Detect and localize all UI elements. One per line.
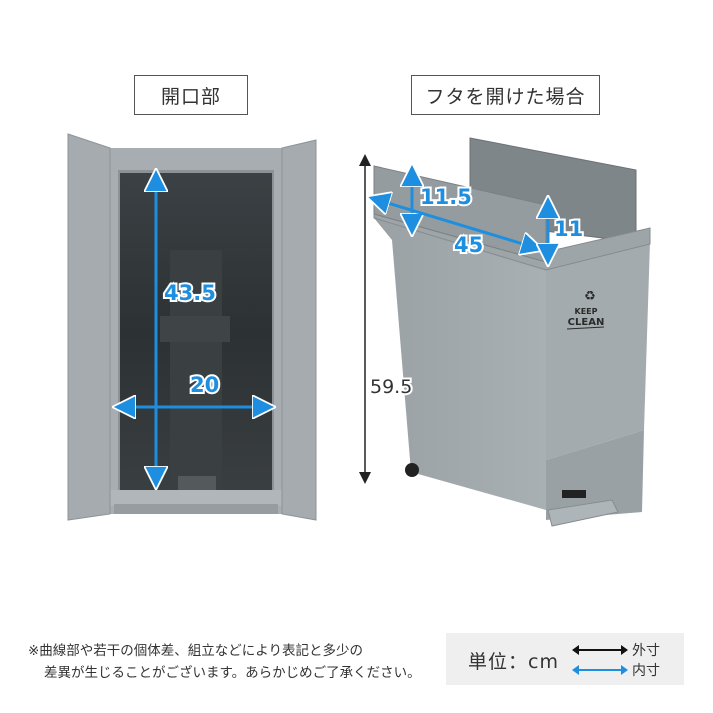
double-arrow-black-icon (572, 645, 628, 655)
inner-width-value: 20 (190, 373, 219, 397)
lid-height-value: 11 (554, 217, 583, 241)
inner-height-value: 43.5 (164, 281, 216, 305)
note-line-2: 差異が生じることがございます。あらかじめご了承ください。 (44, 665, 421, 681)
total-height-value: 59.5 (370, 376, 412, 398)
keep-text: KEEP (575, 307, 598, 316)
lid-depth-value: 11.5 (420, 185, 472, 209)
outer-label: 外寸 (632, 643, 660, 659)
disclaimer-note: ※曲線部や若干の個体差、組立などにより表記と多少の 差異が生じることがございます… (28, 640, 421, 684)
unit-label: 単位：cm (468, 651, 559, 673)
note-line-1: ※曲線部や若干の個体差、組立などにより表記と多少の (28, 643, 364, 659)
bin-top-view: 43.5 20 (67, 133, 317, 521)
bin-side-view: ♻ KEEP CLEAN 59.5 11.5 45 11 (359, 137, 651, 527)
unit-legend: 単位：cm 外寸 内寸 (446, 633, 684, 685)
legend-inner: 内寸 (572, 660, 660, 680)
opening-label: 開口部 (134, 75, 248, 115)
clean-text: CLEAN (568, 317, 605, 328)
lid-open-label: フタを開けた場合 (411, 75, 600, 115)
double-arrow-blue-icon (572, 665, 628, 675)
legend-outer: 外寸 (572, 640, 660, 660)
lid-width-value: 45 (454, 233, 483, 257)
inner-label: 内寸 (632, 663, 660, 679)
recycle-icon: ♻ (584, 289, 596, 304)
